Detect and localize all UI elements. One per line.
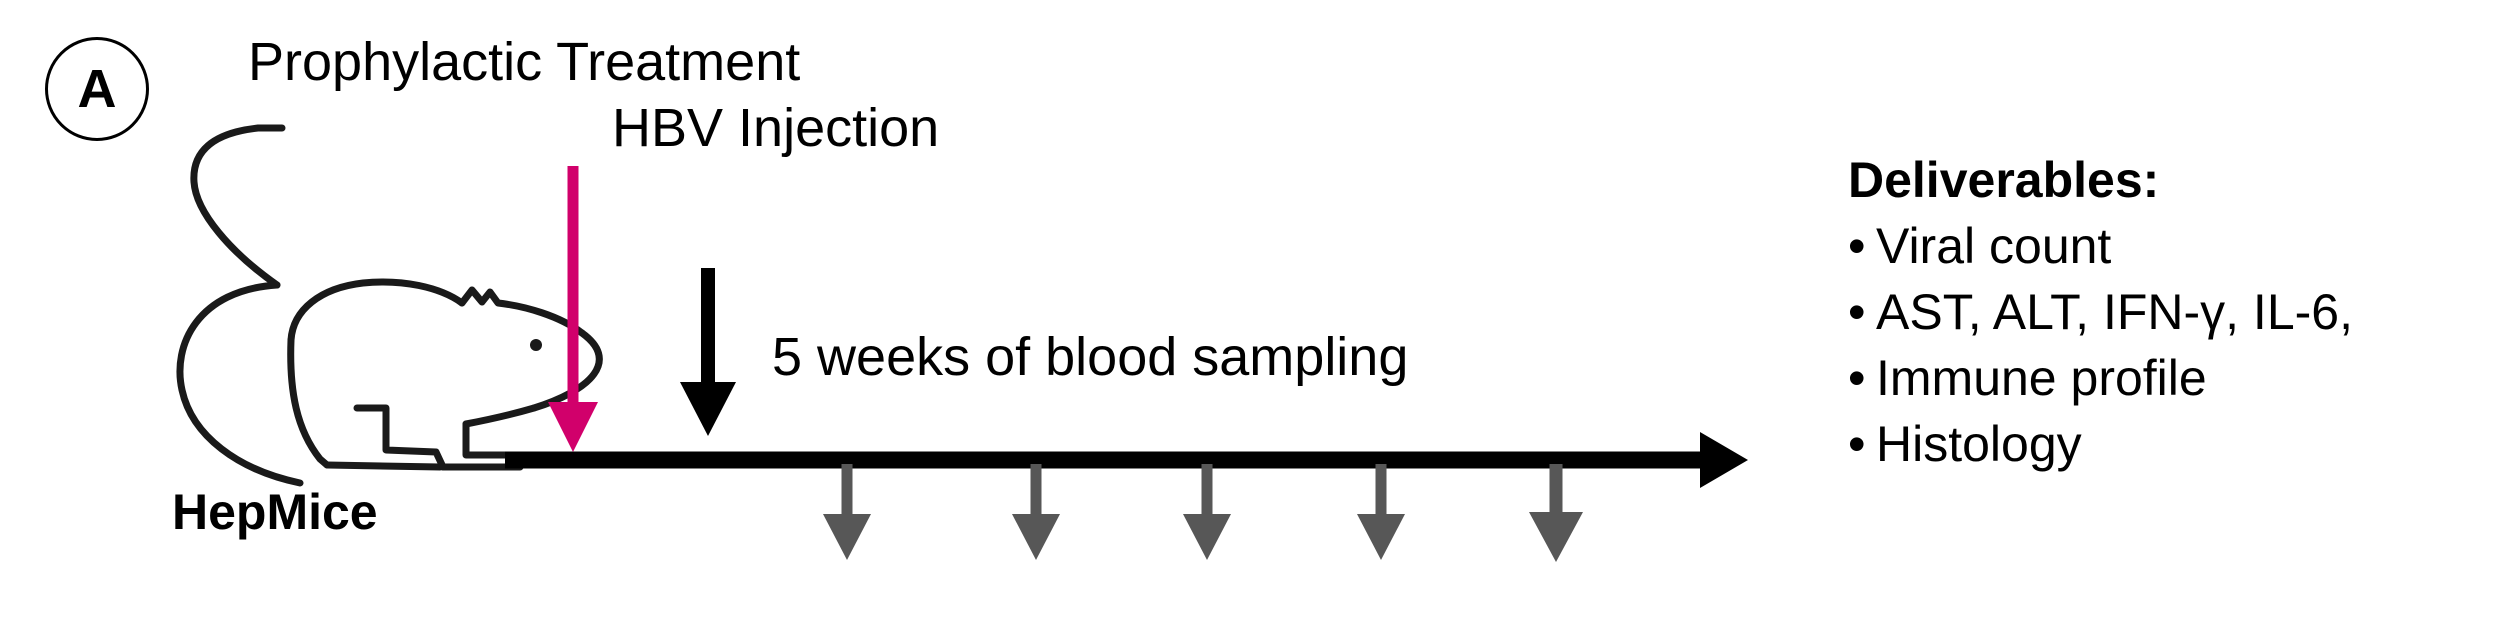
hbv-injection-label: HBV Injection (612, 98, 940, 158)
deliverable-item-immune-profile: • Immune profile (1848, 353, 2500, 403)
prophylactic-treatment-label: Prophylactic Treatment (248, 32, 801, 92)
sampling-arrows-group (823, 464, 1583, 562)
bullet-icon: • (1848, 416, 1866, 472)
deliverable-label: Histology (1876, 416, 2082, 472)
sampling-arrow-2 (1012, 464, 1060, 560)
sampling-arrow-4 (1357, 464, 1405, 560)
sampling-arrow-1 (823, 464, 871, 560)
deliverable-item-viral-count: • Viral count (1848, 221, 2500, 271)
deliverable-label: AST, ALT, IFN-γ, IL-6, (1876, 284, 2353, 340)
down-arrow-icon (548, 402, 598, 452)
deliverables-title: Deliverables: (1848, 152, 2160, 208)
blood-sampling-label: 5 weeks of blood sampling (772, 327, 1409, 387)
deliverable-label: Viral count (1876, 218, 2112, 274)
timeline-axis (505, 432, 1748, 488)
deliverable-label: Immune profile (1876, 350, 2207, 406)
deliverable-item-biomarkers: • AST, ALT, IFN-γ, IL-6, (1848, 287, 2500, 337)
bullet-icon: • (1848, 218, 1866, 274)
panel-label-circle: A (45, 37, 149, 141)
sampling-arrow-3 (1183, 464, 1231, 560)
treatment-arrow (548, 166, 598, 452)
mouse-outline-icon (176, 124, 603, 487)
down-arrow-icon (680, 382, 736, 436)
sampling-arrow-5 (1529, 464, 1583, 562)
right-arrow-icon (1700, 432, 1748, 488)
deliverables-block: Deliverables: • Viral count • AST, ALT, … (1848, 155, 2500, 485)
deliverable-item-histology: • Histology (1848, 419, 2500, 469)
panel-label-letter: A (77, 59, 117, 119)
bullet-icon: • (1848, 284, 1866, 340)
bullet-icon: • (1848, 350, 1866, 406)
injection-arrow (680, 268, 736, 436)
animal-model-label: HepMice (172, 484, 378, 540)
